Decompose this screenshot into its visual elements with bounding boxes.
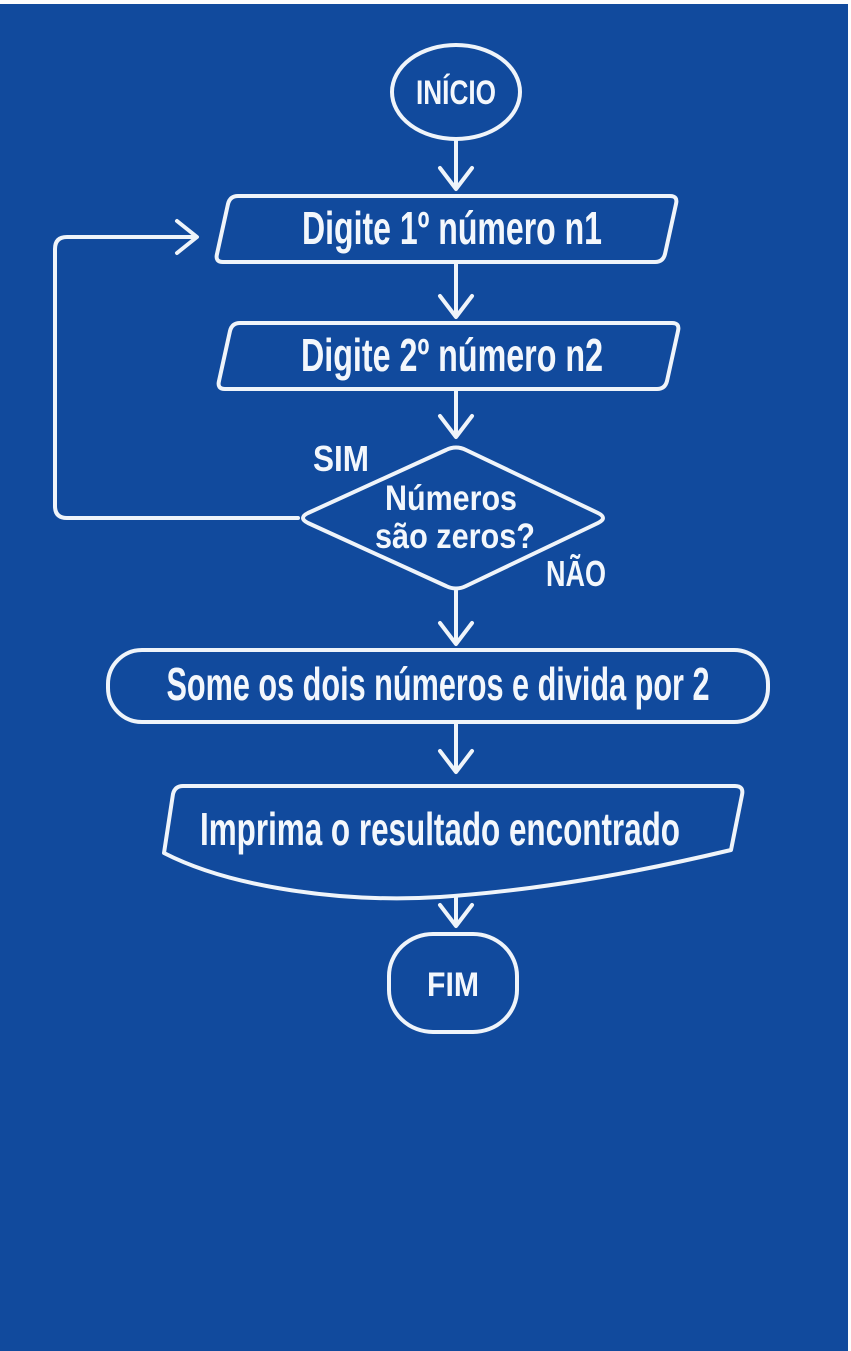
page-edge-right — [848, 0, 851, 1351]
arrowhead-input1-to-input2-icon — [438, 294, 474, 319]
arrowhead-start-to-input1-icon — [438, 166, 474, 191]
decision-label-line2: são zeros? — [375, 517, 535, 556]
arrowhead-input2-to-decision-icon — [438, 414, 474, 439]
input2-parallelogram-shape — [216, 321, 681, 391]
arrowhead-decision-to-process-icon — [438, 621, 474, 646]
process-label: Some os dois números e divida por 2 — [167, 658, 710, 710]
page-edge-top — [0, 0, 851, 4]
decision-label-line1: Números — [385, 479, 517, 518]
input1-parallelogram-shape — [214, 194, 679, 264]
output-document-shape — [162, 784, 745, 901]
start-label: INÍCIO — [416, 74, 496, 112]
arrowhead-output-to-end-icon — [438, 903, 474, 928]
output-label: Imprima o resultado encontrado — [200, 803, 680, 855]
end-label: FIM — [427, 966, 479, 1004]
input1-label: Digite 1º número n1 — [302, 202, 602, 254]
input2-label: Digite 2º número n2 — [301, 329, 603, 381]
branch-no-label: NÃO — [546, 552, 606, 594]
decision-diamond-shape — [301, 445, 605, 591]
end-terminator-shape — [387, 932, 519, 1034]
branch-yes-label: SIM — [313, 438, 369, 479]
process-shape — [106, 648, 770, 724]
loop-decision-to-input1 — [53, 235, 300, 520]
arrowhead-loop-to-input1-icon — [175, 219, 199, 255]
arrowhead-process-to-output-icon — [438, 749, 474, 774]
